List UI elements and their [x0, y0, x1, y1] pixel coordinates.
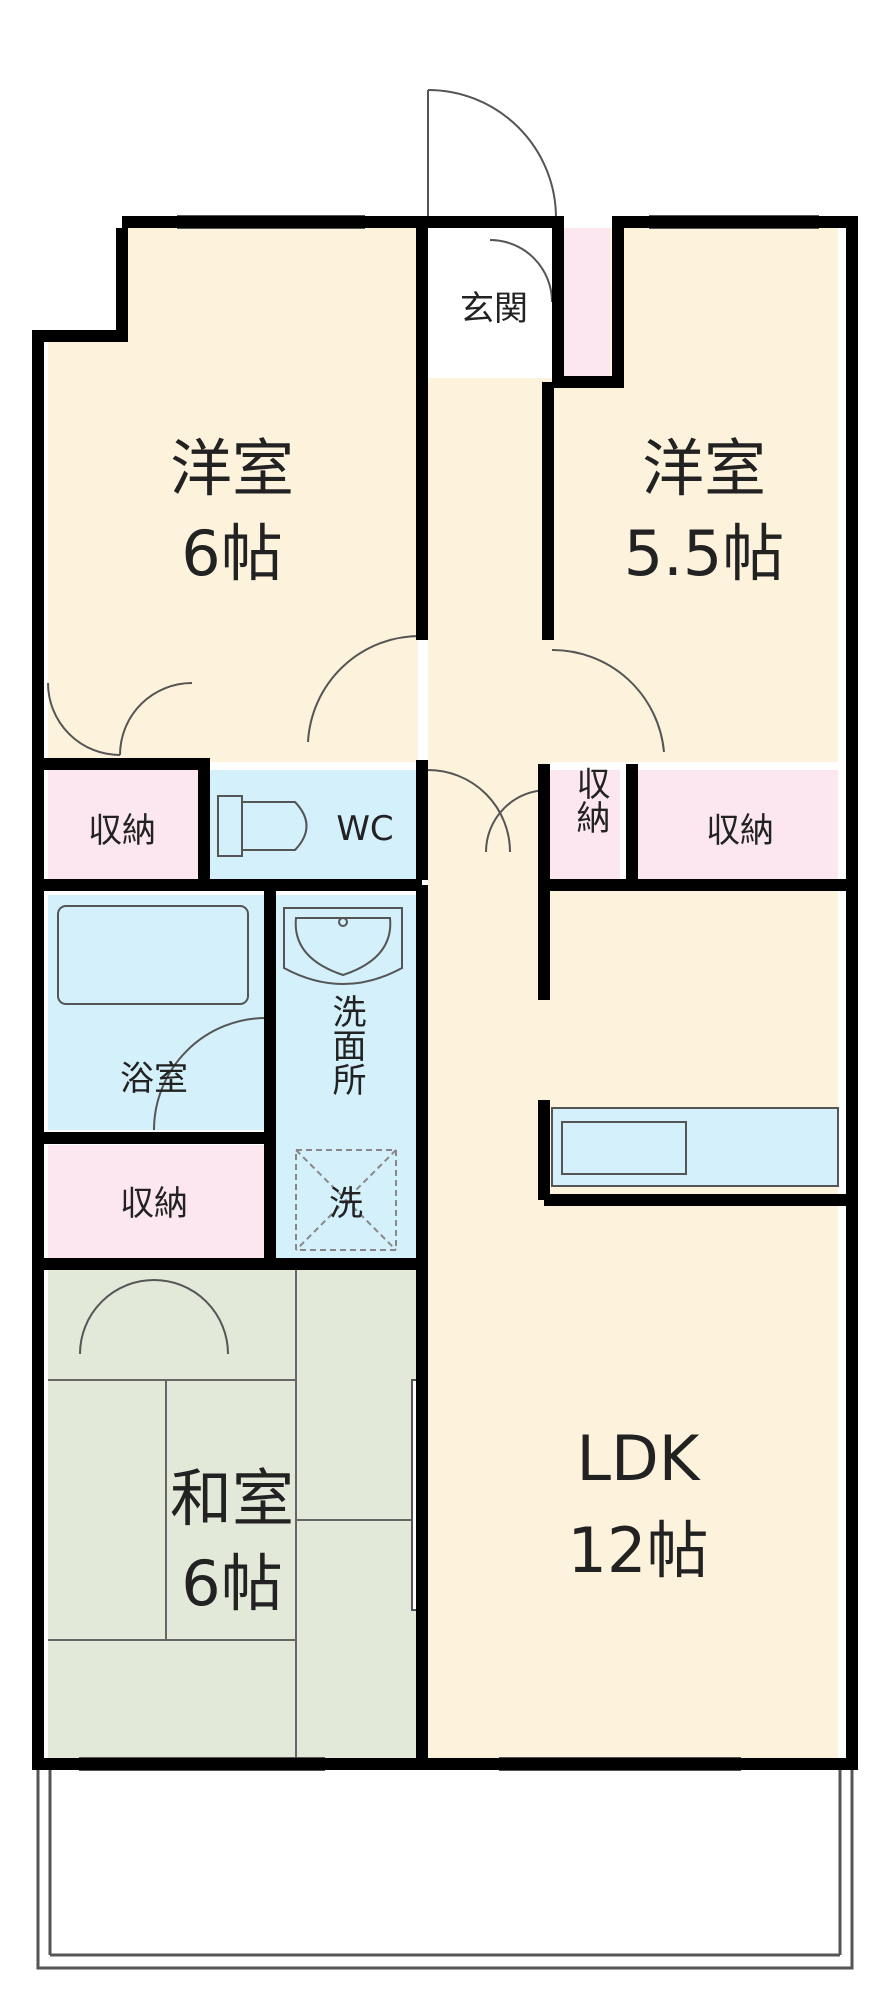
- toilet: [217, 795, 308, 857]
- door-swings: [47, 89, 665, 1355]
- japanese-room-size: 6帖: [181, 1547, 282, 1620]
- japanese-room-name: 和室: [170, 1462, 294, 1535]
- right-room-corridor-fill: [548, 388, 618, 762]
- bathtub: [57, 905, 249, 1005]
- entrance-label: 玄関: [460, 289, 528, 329]
- wash-basin: [283, 907, 403, 985]
- storage-right-fill: [638, 770, 838, 880]
- washing-machine-area: [295, 1149, 397, 1251]
- storage-left-label: 収納: [88, 811, 156, 851]
- tatami-lines: [48, 1270, 418, 1758]
- storage-mid-fill: [48, 1145, 266, 1260]
- sink-basin: [561, 1121, 687, 1175]
- western-right-name: 洋室: [642, 432, 766, 505]
- western-left-name: 洋室: [170, 432, 294, 505]
- storage-small-fill: [550, 770, 620, 880]
- tatami-fill: [48, 1270, 418, 1758]
- shoe-storage: [558, 228, 610, 378]
- ldk-size: 12帖: [568, 1514, 709, 1587]
- laundry-label: 洗: [329, 1184, 363, 1224]
- western-left-size: 6帖: [181, 517, 282, 590]
- balcony: [36, 1758, 854, 1970]
- washroom-label: 洗面所: [326, 994, 366, 1096]
- right-room-upper-floor: [618, 228, 838, 388]
- storage-right-label: 収納: [706, 811, 774, 851]
- storage-left-fill: [48, 770, 198, 880]
- wc-label: WC: [336, 809, 393, 849]
- storage-small-label: 収納: [570, 766, 610, 834]
- storage-mid-label: 収納: [120, 1184, 188, 1224]
- walls: [32, 216, 858, 1770]
- ldk-floor: [428, 885, 838, 1758]
- bath-label: 浴室: [120, 1059, 188, 1099]
- entrance-floor: [428, 228, 558, 378]
- western-room-left-floor: [48, 228, 418, 762]
- western-right-size: 5.5帖: [624, 517, 785, 590]
- ldk-name: LDK: [577, 1422, 701, 1495]
